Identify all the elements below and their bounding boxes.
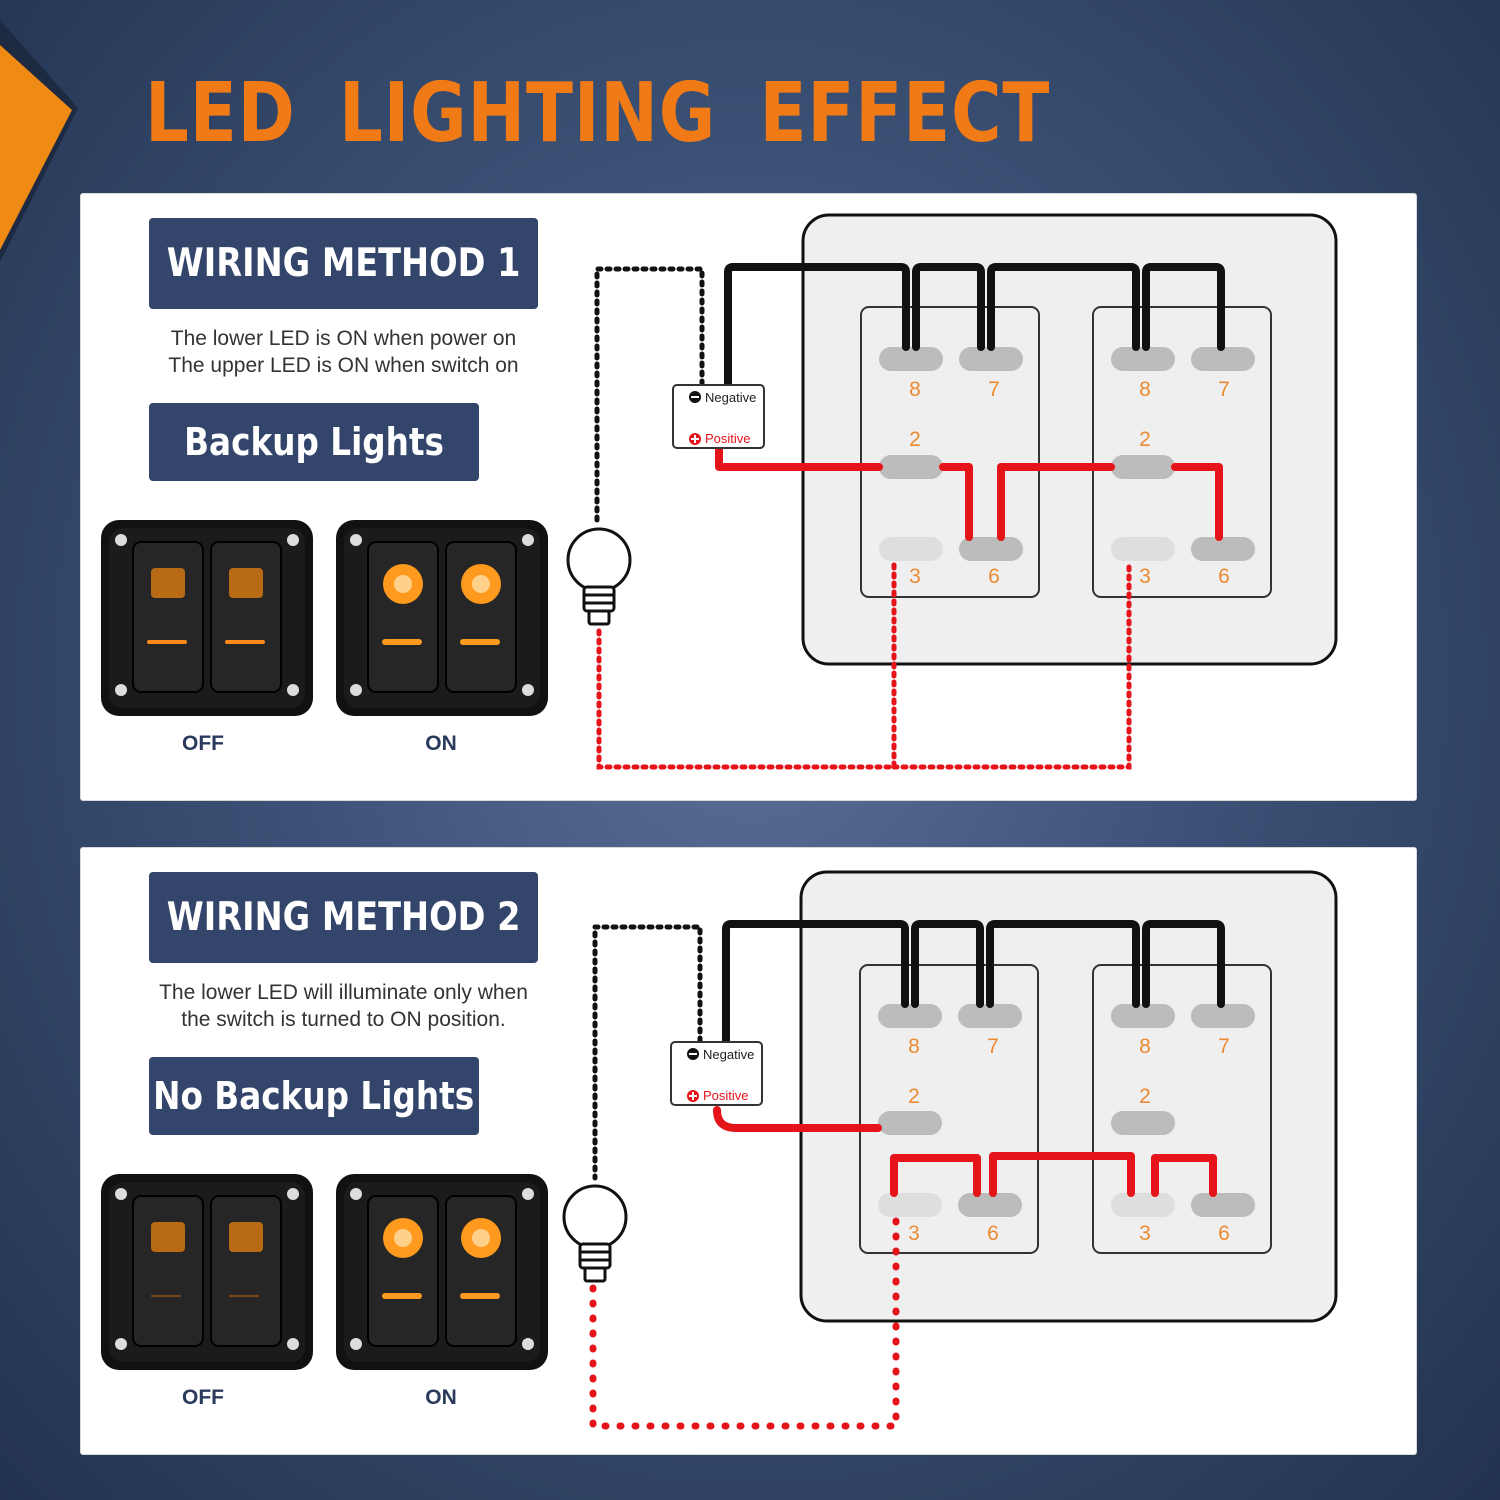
pin-number: 7 (1218, 378, 1230, 401)
description-line: The lower LED is ON when power on (170, 327, 517, 350)
terminal-3 (1111, 1193, 1175, 1217)
red-wires (713, 1106, 1217, 1197)
terminal-8 (879, 347, 943, 371)
pin-number: 2 (909, 428, 921, 451)
terminal-2 (878, 1111, 942, 1135)
terminal-7 (1191, 1004, 1255, 1028)
switch-state-label: OFF (182, 1386, 224, 1409)
switch-state-label: ON (425, 1386, 457, 1409)
description-line: the switch is turned to ON position. (181, 1008, 506, 1031)
light-bulb-icon (562, 1184, 628, 1283)
terminal-2 (1111, 455, 1175, 479)
switch-panel-off-icon (101, 520, 313, 716)
switch-state-label: ON (425, 732, 457, 755)
switch-left-outline (860, 306, 1040, 598)
switch-right-outline (1092, 306, 1272, 598)
pin-number: 6 (1218, 1222, 1230, 1245)
dotted-black-wire (592, 924, 703, 1181)
method-heading: WIRING METHOD 1 (149, 218, 538, 309)
corner-chevron-decoration (0, 20, 78, 262)
description-line: The lower LED will illuminate only when (159, 981, 528, 1004)
page-title: LED LIGHTING EFFECT (145, 66, 1051, 161)
pin-number: 7 (1218, 1035, 1230, 1058)
terminal-6 (1191, 1193, 1255, 1217)
method-description: The lower LED will illuminate only when … (149, 979, 538, 1033)
pin-number: 7 (988, 378, 1000, 401)
switch-panel-off-icon (101, 1174, 313, 1370)
pin-number: 3 (1139, 565, 1151, 588)
description-line: The upper LED is ON when switch on (168, 354, 519, 377)
terminal-7 (1191, 347, 1255, 371)
pin-number: 8 (1139, 378, 1151, 401)
switch-state-label: OFF (182, 732, 224, 755)
negative-label: Negative (705, 390, 756, 405)
dotted-red-wire (589, 1216, 900, 1430)
terminal-3 (879, 537, 943, 561)
terminal-8 (878, 1004, 942, 1028)
wiring-method-1-panel: WIRING METHOD 1 The lower LED is ON when… (80, 193, 1417, 801)
terminal-7 (959, 347, 1023, 371)
mode-badge: Backup Lights (149, 403, 479, 481)
black-wires (724, 263, 1225, 388)
wiring-diagram: 8 7 2 3 6 8 7 2 3 6 Negative (566, 213, 1338, 770)
pin-number: 6 (988, 565, 1000, 588)
pin-number: 8 (908, 1035, 920, 1058)
method-description: The lower LED is ON when power on The up… (149, 325, 538, 379)
terminal-6 (959, 537, 1023, 561)
pin-number: 2 (908, 1085, 920, 1108)
terminal-3 (1111, 537, 1175, 561)
pin-number: 6 (987, 1222, 999, 1245)
terminal-8 (1111, 347, 1175, 371)
pin-number: 6 (1218, 565, 1230, 588)
pin-number: 3 (909, 565, 921, 588)
pin-number: 8 (909, 378, 921, 401)
dotted-red-wire (596, 560, 1132, 770)
light-bulb-icon (566, 527, 632, 626)
terminal-2 (1111, 1111, 1175, 1135)
method-heading: WIRING METHOD 2 (149, 872, 538, 963)
terminal-7 (958, 1004, 1022, 1028)
switch-panel-on-icon (336, 1174, 548, 1370)
pin-number: 7 (987, 1035, 999, 1058)
negative-label: Negative (703, 1047, 754, 1062)
terminal-6 (958, 1193, 1022, 1217)
wiring-diagram: 8 7 2 3 6 8 7 2 3 6 Negative (562, 870, 1338, 1430)
pin-number: 8 (1139, 1035, 1151, 1058)
positive-label: Positive (703, 1088, 749, 1103)
red-wires (715, 444, 1223, 541)
terminal-8 (1111, 1004, 1175, 1028)
mode-badge: No Backup Lights (149, 1057, 479, 1135)
pin-number: 2 (1139, 428, 1151, 451)
wiring-method-2-panel: WIRING METHOD 2 The lower LED will illum… (80, 847, 1417, 1455)
dotted-black-wire (594, 266, 705, 527)
positive-label: Positive (705, 431, 751, 446)
black-wires (722, 920, 1225, 1045)
switch-panel-on-icon (336, 520, 548, 716)
pin-number: 3 (908, 1222, 920, 1245)
pin-number: 3 (1139, 1222, 1151, 1245)
terminal-2 (879, 455, 943, 479)
switch-right-outline (1092, 964, 1272, 1254)
terminal-3 (878, 1193, 942, 1217)
pin-number: 2 (1139, 1085, 1151, 1108)
terminal-6 (1191, 537, 1255, 561)
